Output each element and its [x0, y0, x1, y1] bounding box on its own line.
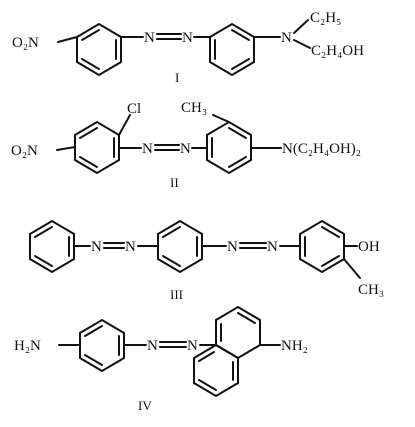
structure-1-azo-n1: N: [144, 30, 155, 46]
structure-2-ring-a: [74, 120, 120, 175]
structure-4-amine1-label: H₂N: [14, 338, 41, 354]
structure-2-ring-b-double: [228, 156, 247, 168]
structure-1-ring-a: [76, 22, 122, 77]
structure-1-nitro-bond: [57, 36, 78, 43]
structure-1-ring-b-double: [231, 29, 250, 41]
structure-4-ring-a-double: [84, 354, 103, 366]
structure-1-ethyl-label: C₂H₅: [310, 10, 341, 26]
structure-1-amine-n: N: [281, 30, 292, 46]
structure-2-azo-n2: N: [180, 141, 191, 157]
structure-2-amine-label: N(C₂H₄OH)₂: [282, 141, 361, 157]
structure-2-ring-a-double: [79, 156, 98, 168]
structure-3-ring-b-double: [162, 255, 181, 267]
structure-3-ring-b: [157, 219, 203, 274]
structure-4-azo-n2: N: [187, 338, 198, 354]
structure-4-naphthalene-double: [237, 312, 256, 324]
structure-4-azo-n1: N: [147, 338, 158, 354]
structure-4-numeral: IV: [138, 398, 152, 413]
structure-3-ring-c: [299, 219, 345, 274]
structure-1-numeral: I: [175, 70, 179, 85]
structure-2-numeral: II: [170, 175, 179, 190]
structure-3-azo2-n1: N: [227, 239, 238, 255]
structure-2-ring-b-double: [228, 127, 247, 139]
structure-3-azo1-n1: N: [91, 239, 102, 255]
structure-4: H₂N N N NH₂ IV: [14, 305, 308, 413]
structure-3-methyl-bond: [343, 258, 361, 279]
structure-2-chloro-bond: [118, 114, 131, 136]
structure-1-ring-b-double: [231, 58, 250, 70]
structure-2-nitro-bond: [56, 146, 76, 151]
structure-3-hydroxyl-label: OH: [358, 239, 380, 255]
structure-4-naphthalene-double: [198, 351, 215, 362]
structure-1-ring-b: [209, 22, 255, 77]
structure-4-ring-a: [79, 318, 125, 373]
structure-4-naphthalene-double: [198, 379, 217, 391]
structure-2-methyl-label: CH₃: [181, 100, 207, 116]
structure-3-ring-b-double: [162, 226, 181, 238]
structure-2-ring-a-double: [79, 127, 98, 139]
structure-1-azo-n2: N: [182, 30, 193, 46]
structure-2: Cl O₂N N N CH₃ N(C₂H₄OH)₂ II: [11, 100, 361, 190]
structure-3-ring-a: [29, 219, 75, 274]
structure-4-naphthalene-ring-top: [215, 305, 261, 360]
structure-2-azo-n1: N: [142, 141, 153, 157]
structure-3-ring-a-double: [34, 255, 53, 267]
structure-1-hydroxyethyl-bond: [293, 39, 311, 49]
structure-1-ethyl-bond: [293, 19, 309, 34]
structure-3-numeral: III: [170, 287, 183, 302]
structure-1-nitro-label: O₂N: [12, 35, 39, 51]
structure-3-ring-c-double: [321, 226, 340, 238]
structure-4-amine2-label: NH₂: [281, 338, 308, 354]
structure-1-ring-a-double: [81, 58, 100, 70]
structure-3: N N N N OH CH₃ III: [29, 219, 384, 302]
structure-4-ring-a-double: [84, 325, 103, 337]
structure-3-azo2-n2: N: [267, 239, 278, 255]
structure-3-azo1-n2: N: [125, 239, 136, 255]
structure-2-nitro-label: O₂N: [11, 143, 38, 159]
structure-1-ring-a-double: [81, 29, 100, 41]
structure-1-hydroxyethyl-label: C₂H₄OH: [311, 43, 364, 59]
structure-4-naphthalene-ring-bottom: [193, 343, 239, 398]
structure-1: O₂N N N N C₂H₅ C₂H₄OH I: [12, 10, 364, 85]
structure-2-ring-b: [206, 120, 252, 175]
structure-3-ring-a-double: [34, 226, 53, 238]
structure-3-ring-c-double: [321, 255, 340, 267]
structure-2-methyl-bond: [212, 114, 230, 123]
structure-3-methyl-label: CH₃: [358, 282, 384, 298]
structure-2-chloro-label: Cl: [127, 101, 141, 117]
